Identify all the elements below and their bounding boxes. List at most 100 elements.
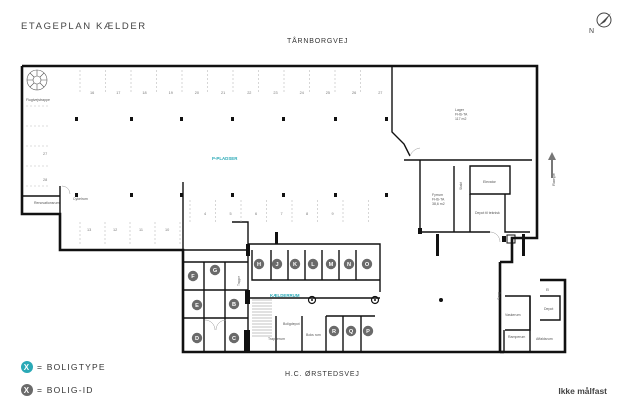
parking-number: 27 bbox=[43, 152, 47, 156]
parking-number: 12 bbox=[113, 228, 117, 232]
legend-gray-disc: X bbox=[21, 384, 33, 396]
unit-id-letter: B bbox=[232, 302, 236, 308]
legend-bolig-id-label: = BOLIG-ID bbox=[37, 385, 94, 395]
street-bottom: H.C. ØRSTEDSVEJ bbox=[285, 371, 360, 378]
room-el: El bbox=[546, 288, 549, 292]
unit-id-badge: H bbox=[253, 258, 265, 270]
unit-id-badge: R bbox=[328, 325, 340, 337]
scale-note: Ikke målfast bbox=[558, 386, 607, 396]
elevator-shaft bbox=[506, 234, 516, 244]
street-top: TÅRNBORGVEJ bbox=[287, 38, 349, 45]
parking-number: 21 bbox=[221, 91, 225, 95]
parking-number: 4 bbox=[204, 212, 206, 216]
room-affald: Affaldsrum bbox=[536, 337, 553, 341]
parking-number: 22 bbox=[247, 91, 251, 95]
room-bike: Cykelrum bbox=[73, 197, 88, 201]
parking-number: 28 bbox=[43, 178, 47, 182]
unit-id-letter: G bbox=[213, 268, 217, 274]
unit-id-badge: L bbox=[307, 258, 319, 270]
room-labels: Flugtvejstrappe Cykelrum Renovationsrum … bbox=[26, 98, 553, 341]
legend-teal-disc: X bbox=[21, 361, 33, 373]
parking-numbers-middle: 4 5 6 7 8 9 bbox=[204, 212, 334, 216]
parking-number: 11 bbox=[139, 228, 143, 232]
unit-id-badge: O bbox=[361, 258, 373, 270]
legend-bolig-id: X = BOLIG-ID bbox=[21, 384, 94, 396]
parking-number: 20 bbox=[195, 91, 199, 95]
parking-number: 24 bbox=[300, 91, 304, 95]
unit-id-letter: H bbox=[257, 262, 261, 268]
parking-numbers-bottom: 13 12 11 10 bbox=[87, 228, 169, 232]
unit-id-letter: O bbox=[365, 262, 370, 268]
unit-id-letter: E bbox=[195, 303, 199, 309]
unit-id-badge: N bbox=[343, 258, 355, 270]
parking-stall-lines bbox=[26, 70, 369, 246]
north-label: N bbox=[589, 28, 594, 35]
stair-icon bbox=[252, 299, 272, 337]
street-right: Rampe bbox=[551, 172, 556, 186]
north-arrow-icon bbox=[596, 12, 612, 28]
unit-id-badge: Q bbox=[345, 325, 357, 337]
legend-boligtype: X = BOLIGTYPE bbox=[21, 361, 106, 373]
parking-number: 25 bbox=[326, 91, 330, 95]
zone-parking-label: P-PLADSER bbox=[212, 156, 238, 161]
parking-number: 8 bbox=[306, 212, 308, 216]
zone-storage-label: KÆLDERRUM bbox=[270, 293, 300, 298]
room-misc2: Boks rum bbox=[306, 333, 321, 337]
parking-number: 26 bbox=[352, 91, 356, 95]
unit-id-badge: J bbox=[271, 258, 283, 270]
unit-id-letter: J bbox=[275, 262, 278, 268]
room-technical: Depot til teknisk bbox=[475, 211, 500, 215]
door-swings bbox=[61, 147, 501, 331]
unit-id-badge: E bbox=[191, 299, 203, 311]
room-boligdepot: Boligdepot bbox=[283, 322, 300, 326]
parking-number: 6 bbox=[255, 212, 257, 216]
unit-id-letter: C bbox=[232, 336, 236, 342]
parking-number: 7 bbox=[281, 212, 283, 216]
parking-columns bbox=[75, 117, 388, 197]
unit-id-badge: B bbox=[228, 298, 240, 310]
unit-id-letter: F bbox=[191, 274, 195, 280]
room-depot: Depot bbox=[544, 307, 553, 311]
parking-number: 13 bbox=[87, 228, 91, 232]
unit-id-badge: P bbox=[362, 325, 374, 337]
plan-title: ETAGEPLAN KÆLDER bbox=[21, 21, 147, 32]
unit-id-letter: N bbox=[347, 262, 351, 268]
room-elevator: Elevator bbox=[483, 180, 497, 184]
storage-units: H J K L M N O F G E B D C R Q P bbox=[187, 258, 374, 344]
unit-id-badge: G bbox=[209, 264, 221, 276]
column-markers bbox=[307, 295, 443, 305]
room-trash: Renovationsrum bbox=[34, 201, 60, 205]
room-vaskerum: Vaskerum bbox=[505, 313, 521, 317]
parking-number: 23 bbox=[273, 91, 277, 95]
room-trappe: Trappe bbox=[237, 276, 241, 286]
parking-numbers-left: 27 28 bbox=[43, 152, 47, 182]
unit-id-letter: Q bbox=[349, 329, 354, 335]
room-rampe: Ramperum bbox=[508, 335, 525, 339]
unit-id-letter: M bbox=[329, 262, 334, 268]
parking-number: 9 bbox=[332, 212, 334, 216]
parking-number: 27 bbox=[378, 91, 382, 95]
inner-walls bbox=[22, 66, 561, 352]
unit-id-letter: D bbox=[195, 336, 199, 342]
unit-id-badge: K bbox=[289, 258, 301, 270]
unit-id-badge: F bbox=[187, 270, 199, 282]
spiral-stair-icon bbox=[26, 69, 48, 91]
unit-id-letter: L bbox=[311, 262, 315, 268]
parking-number: 5 bbox=[230, 212, 232, 216]
parking-number: 10 bbox=[165, 228, 169, 232]
room-trappetarn: Trapperum bbox=[268, 337, 285, 341]
room-stairs: Flugtvejstrappe bbox=[26, 98, 50, 102]
parking-number: 19 bbox=[169, 91, 173, 95]
parking-number: 16 bbox=[90, 91, 94, 95]
outer-walls bbox=[20, 64, 567, 354]
unit-id-letter: P bbox=[366, 329, 370, 335]
unit-id-badge: C bbox=[228, 332, 240, 344]
unit-id-badge: D bbox=[191, 332, 203, 344]
wall-blocks bbox=[244, 228, 525, 352]
